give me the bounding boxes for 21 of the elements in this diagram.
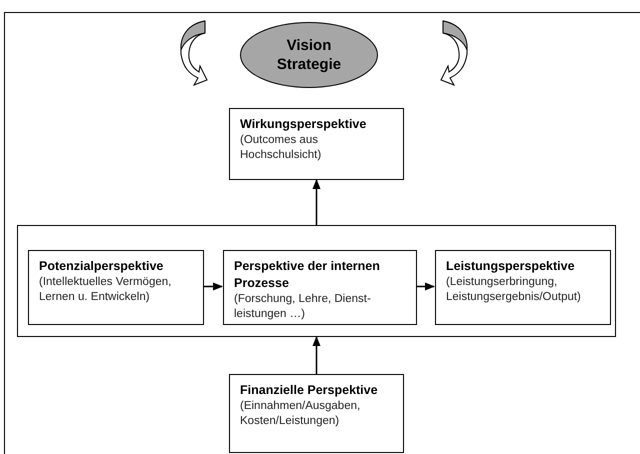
box-title: Wirkungsperspektive bbox=[240, 116, 368, 133]
box-description: (Leistungserbringung, Leistungsergebnis/Output) bbox=[446, 275, 582, 305]
box-title: Potenzialperspektive bbox=[39, 258, 164, 275]
perspective-box bbox=[435, 250, 611, 325]
arrow bbox=[312, 336, 320, 374]
box-description: (Forschung, Lehre, Dienst- leistungen …) bbox=[234, 292, 372, 322]
perspective-box bbox=[229, 374, 404, 453]
box-description: (Outcomes aus Hochschulsicht) bbox=[240, 133, 322, 163]
perspective-box bbox=[229, 108, 404, 180]
arrow bbox=[416, 282, 435, 290]
perspective-box bbox=[28, 250, 204, 325]
arrow bbox=[203, 282, 223, 290]
box-title: Perspektive der internen Prozesse bbox=[234, 258, 381, 292]
box-title: Leistungsperspektive bbox=[446, 258, 576, 275]
group-frame bbox=[17, 225, 616, 337]
ellipse-text: Vision Strategie bbox=[276, 36, 342, 74]
box-description: (Einnahmen/Ausgaben, Kosten/Leistungen) bbox=[240, 399, 362, 429]
arrow bbox=[312, 179, 320, 225]
box-description: (Intellektuelles Vermögen, Lernen u. Entwickeln) bbox=[39, 275, 172, 305]
box-title: Finanzielle Perspektive bbox=[240, 382, 379, 399]
perspective-box bbox=[223, 250, 417, 325]
